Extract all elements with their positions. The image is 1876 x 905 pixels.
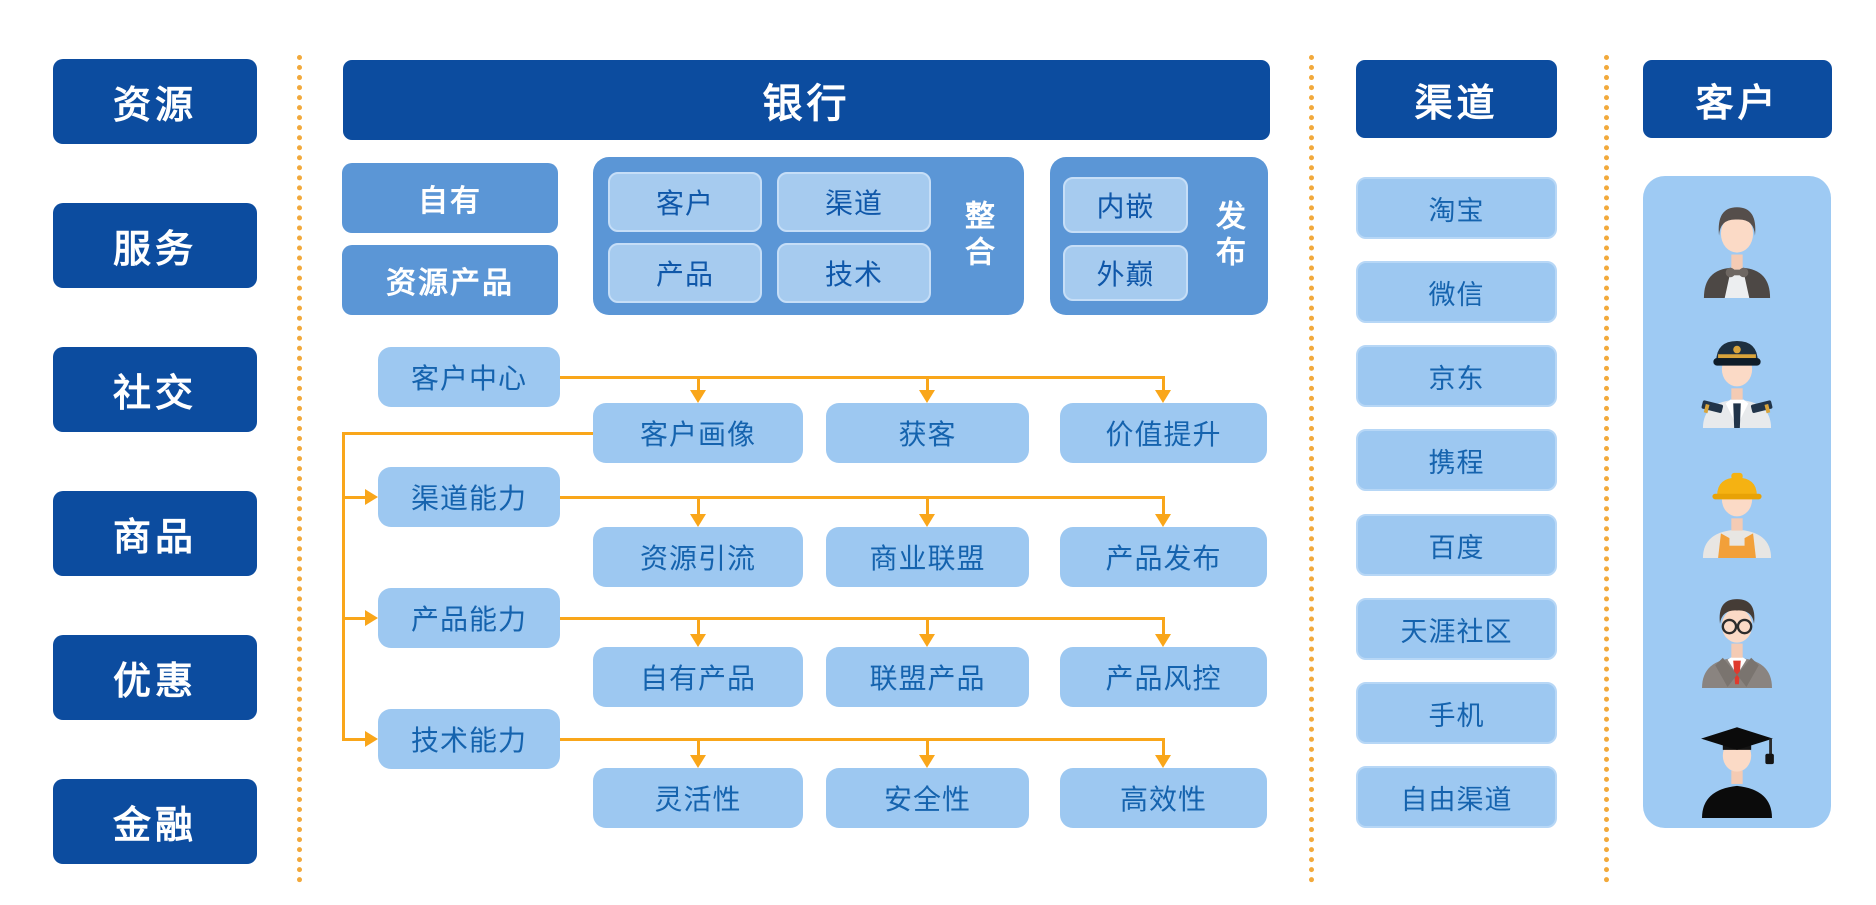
arrow-down-icon xyxy=(1155,755,1171,768)
channel-item-jingdong: 京东 xyxy=(1356,345,1557,407)
connector-line xyxy=(1162,617,1165,635)
divider-customer xyxy=(1604,55,1609,883)
arrow-down-icon xyxy=(1155,634,1171,647)
resource-box-youhui: 优惠 xyxy=(53,635,257,720)
channel-item-xiecheng: 携程 xyxy=(1356,429,1557,491)
release-group-label: 发布 xyxy=(1211,200,1244,272)
integration-item-kehu: 客户 xyxy=(608,172,762,232)
resource-box-jinrong: 金融 xyxy=(53,779,257,864)
connector-line xyxy=(926,738,929,756)
divider-left xyxy=(297,55,302,883)
bank-own-box: 自有 xyxy=(342,163,558,233)
bank-resource-product-box: 资源产品 xyxy=(342,245,558,315)
connector-line xyxy=(342,738,367,741)
channel-item-baidu: 百度 xyxy=(1356,514,1557,576)
flow-target-customer-profile: 客户画像 xyxy=(593,403,803,463)
flow-target-resource-traffic: 资源引流 xyxy=(593,527,803,587)
arrow-right-icon xyxy=(365,731,378,747)
connector-line xyxy=(560,496,1164,499)
flow-target-efficiency: 高效性 xyxy=(1060,768,1267,828)
channel-item-taobao: 淘宝 xyxy=(1356,177,1557,239)
channel-item-tianya: 天涯社区 xyxy=(1356,598,1557,660)
arrow-down-icon xyxy=(690,634,706,647)
flow-source-product-capability: 产品能力 xyxy=(378,588,560,648)
flow-target-product-release: 产品发布 xyxy=(1060,527,1267,587)
connector-line xyxy=(926,617,929,635)
flow-target-acquisition: 获客 xyxy=(826,403,1029,463)
arrow-down-icon xyxy=(919,390,935,403)
connector-line xyxy=(926,496,929,515)
arrow-down-icon xyxy=(919,634,935,647)
connector-line xyxy=(1162,738,1165,756)
connector-line xyxy=(560,738,1164,741)
resource-box-ziyuan: 资源 xyxy=(53,59,257,144)
resource-box-fuwu: 服务 xyxy=(53,203,257,288)
flow-target-product-risk: 产品风控 xyxy=(1060,647,1267,707)
flow-target-business-alliance: 商业联盟 xyxy=(826,527,1029,587)
arrow-right-icon xyxy=(365,610,378,626)
channel-header: 渠道 xyxy=(1356,60,1557,138)
flow-target-value-uplift: 价值提升 xyxy=(1060,403,1267,463)
customer-panel xyxy=(1643,176,1831,828)
divider-channel xyxy=(1309,55,1314,883)
flow-source-tech-capability: 技术能力 xyxy=(378,709,560,769)
businessman-icon xyxy=(1689,584,1785,688)
arrow-down-icon xyxy=(919,514,935,527)
connector-line xyxy=(342,432,345,741)
flow-source-customer-center: 客户中心 xyxy=(378,347,560,407)
channel-item-weixin: 微信 xyxy=(1356,261,1557,323)
connector-line xyxy=(1162,376,1165,391)
arrow-down-icon xyxy=(1155,514,1171,527)
channel-item-shouji: 手机 xyxy=(1356,682,1557,744)
connector-line xyxy=(560,376,1164,379)
integration-item-chanpin: 产品 xyxy=(608,243,762,303)
flow-target-flexibility: 灵活性 xyxy=(593,768,803,828)
bank-header: 银行 xyxy=(343,60,1270,140)
arrow-down-icon xyxy=(690,514,706,527)
resource-box-shejiao: 社交 xyxy=(53,347,257,432)
waiter-icon xyxy=(1689,194,1785,298)
pilot-icon xyxy=(1689,324,1785,428)
flow-target-own-products: 自有产品 xyxy=(593,647,803,707)
customer-header: 客户 xyxy=(1643,60,1832,138)
connector-line xyxy=(342,496,367,499)
flow-target-security: 安全性 xyxy=(826,768,1029,828)
connector-line xyxy=(926,376,929,391)
integration-item-jishu: 技术 xyxy=(777,243,931,303)
arrow-down-icon xyxy=(919,755,935,768)
release-item-waidian: 外巅 xyxy=(1063,245,1188,301)
arrow-down-icon xyxy=(1155,390,1171,403)
connector-line xyxy=(697,376,700,391)
connector-line xyxy=(560,617,1164,620)
channel-item-ziyou: 自由渠道 xyxy=(1356,766,1557,828)
worker-icon xyxy=(1689,454,1785,558)
arrow-down-icon xyxy=(690,755,706,768)
flow-source-channel-capability: 渠道能力 xyxy=(378,467,560,527)
graduate-icon xyxy=(1689,714,1785,818)
connector-line xyxy=(697,617,700,635)
connector-line xyxy=(697,496,700,515)
connector-line xyxy=(1162,496,1165,515)
arrow-down-icon xyxy=(690,390,706,403)
release-item-neiqian: 内嵌 xyxy=(1063,177,1188,233)
integration-group-label: 整合 xyxy=(960,200,993,272)
connector-line xyxy=(697,738,700,756)
flow-target-alliance-products: 联盟产品 xyxy=(826,647,1029,707)
integration-item-qudao: 渠道 xyxy=(777,172,931,232)
connector-line xyxy=(342,617,367,620)
resource-box-shangpin: 商品 xyxy=(53,491,257,576)
connector-line xyxy=(342,432,593,435)
arrow-right-icon xyxy=(365,489,378,505)
